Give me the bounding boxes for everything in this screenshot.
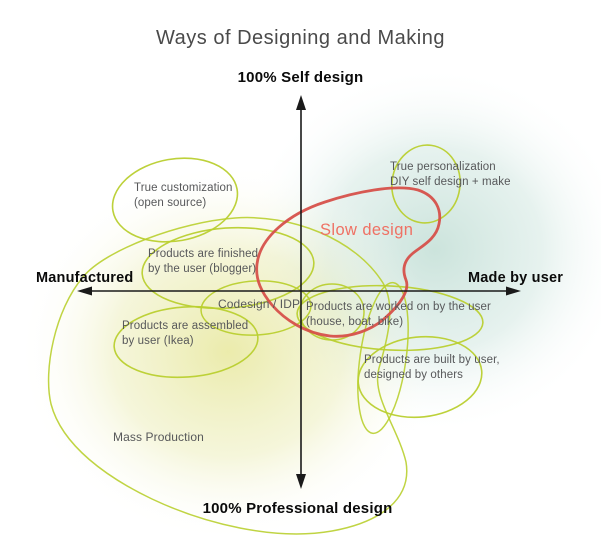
slow-design-outline	[255, 186, 442, 338]
true-customization-outline	[111, 157, 239, 243]
label-products-worked: Products are worked on by the user (hous…	[306, 301, 491, 329]
arrow-down-icon	[296, 474, 306, 489]
axis-label-manufactured: Manufactured	[36, 270, 134, 286]
label-products-finished: Products are finished by the user (blogg…	[148, 248, 259, 276]
products-assembled-outline	[113, 305, 259, 379]
label-slow-design: Slow design	[320, 221, 414, 239]
true-personalization-outline	[391, 144, 461, 224]
arrow-up-icon	[296, 95, 306, 110]
products-finished-outline	[141, 226, 315, 310]
arrow-right-icon	[506, 286, 521, 296]
products-built-tall-loop-outline	[357, 281, 409, 435]
arrow-left-icon	[77, 286, 92, 296]
label-true-customization: True customization (open source)	[134, 182, 233, 210]
yellow-glow-background	[18, 162, 438, 542]
label-codesign: Codesign / IDP	[218, 297, 301, 311]
label-true-personalization: True personalization DIY self design + m…	[390, 161, 511, 189]
label-products-assembled: Products are assembled by user (Ikea)	[122, 320, 249, 348]
diagram-title: Ways of Designing and Making	[156, 27, 445, 49]
label-mass-production: Mass Production	[113, 430, 204, 444]
axis-label-made-by-user: Made by user	[468, 270, 564, 286]
axis-label-self-design: 100% Self design	[237, 69, 364, 86]
axis-label-professional-design: 100% Professional design	[202, 500, 393, 517]
mass-production-outline	[47, 216, 408, 535]
label-products-built: Products are built by user, designed by …	[364, 354, 500, 382]
products-worked-outline	[296, 284, 484, 352]
